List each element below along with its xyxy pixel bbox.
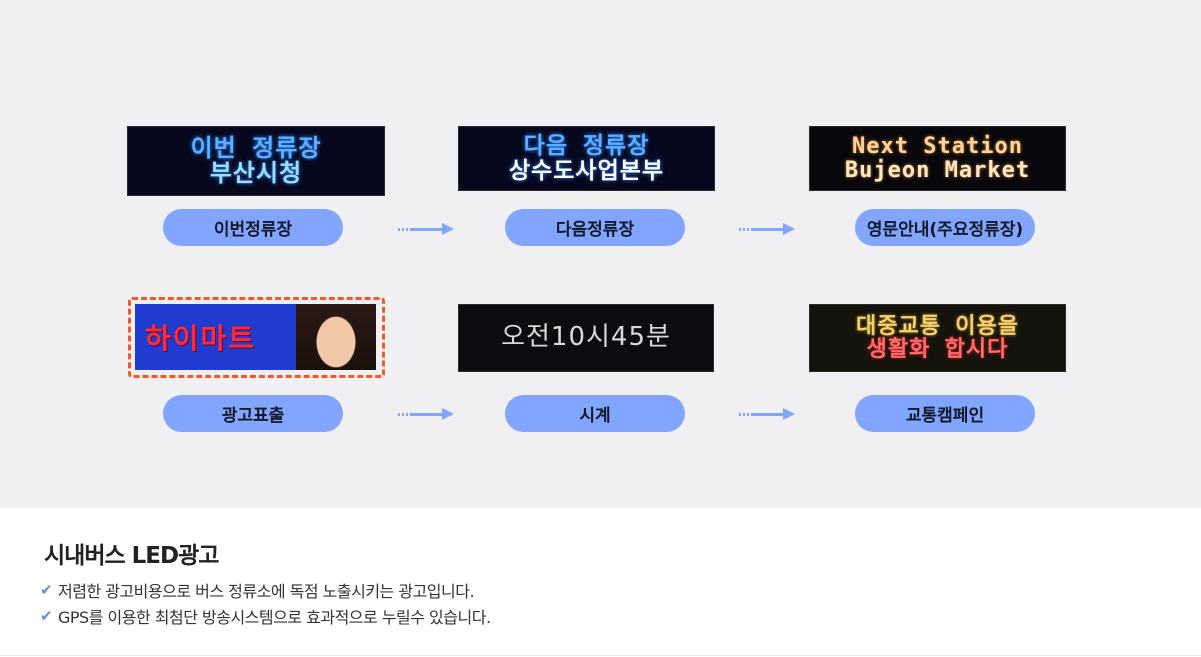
label-campaign: 교통캠페인: [855, 395, 1035, 432]
label-english: 영문안내(주요정류장): [855, 209, 1035, 246]
led-showcase: 이번 정류장 부산시청 다음 정류장 상수도사업본부 Next Station …: [0, 0, 1201, 508]
bullet-text: GPS를 이용한 최첨단 방송시스템으로 효과적으로 누릴수 있습니다.: [58, 608, 491, 627]
led-line: 이번 정류장: [190, 133, 322, 162]
led-line: 생활화 합시다: [866, 337, 1009, 362]
right-arrow-icon: [739, 223, 797, 235]
led-line: 오전10시45분: [501, 322, 671, 353]
list-item: ✔ 저렴한 광고비용으로 버스 정류소에 독점 노출시키는 광고입니다.: [40, 578, 475, 602]
led-line: 부산시청: [209, 159, 303, 187]
led-line: 상수도사업본부: [508, 157, 665, 184]
label-clock: 시계: [505, 395, 685, 432]
check-icon: ✔: [40, 607, 53, 625]
led-clock: 오전10시45분: [458, 304, 714, 372]
section-title: 시내버스 LED광고: [44, 543, 219, 569]
label-next-stop: 다음정류장: [505, 209, 685, 246]
label-this-stop: 이번정류장: [163, 209, 343, 246]
led-line: Bujeon Market: [844, 157, 1031, 183]
led-campaign: 대중교통 이용을 생활화 합시다: [809, 304, 1066, 372]
model-photo: [296, 304, 376, 370]
led-line: Next Station: [852, 134, 1023, 160]
led-this-stop: 이번 정류장 부산시청: [127, 126, 385, 196]
led-english: Next Station Bujeon Market: [809, 126, 1066, 191]
led-next-stop: 다음 정류장 상수도사업본부: [458, 126, 715, 191]
led-line: 다음 정류장: [523, 133, 650, 160]
right-arrow-icon: [398, 223, 456, 235]
led-ad: 하이마트: [135, 304, 376, 370]
ad-highlight-frame: [128, 297, 385, 378]
check-icon: ✔: [40, 581, 53, 599]
ad-text: 하이마트: [145, 322, 257, 355]
divider: [0, 655, 1201, 656]
label-ad: 광고표출: [163, 395, 343, 432]
right-arrow-icon: [739, 408, 797, 420]
led-line: 대중교통 이용을: [856, 313, 1019, 339]
list-item: ✔ GPS를 이용한 최첨단 방송시스템으로 효과적으로 누릴수 있습니다.: [40, 604, 491, 628]
right-arrow-icon: [398, 408, 456, 420]
bullet-text: 저렴한 광고비용으로 버스 정류소에 독점 노출시키는 광고입니다.: [58, 582, 475, 601]
